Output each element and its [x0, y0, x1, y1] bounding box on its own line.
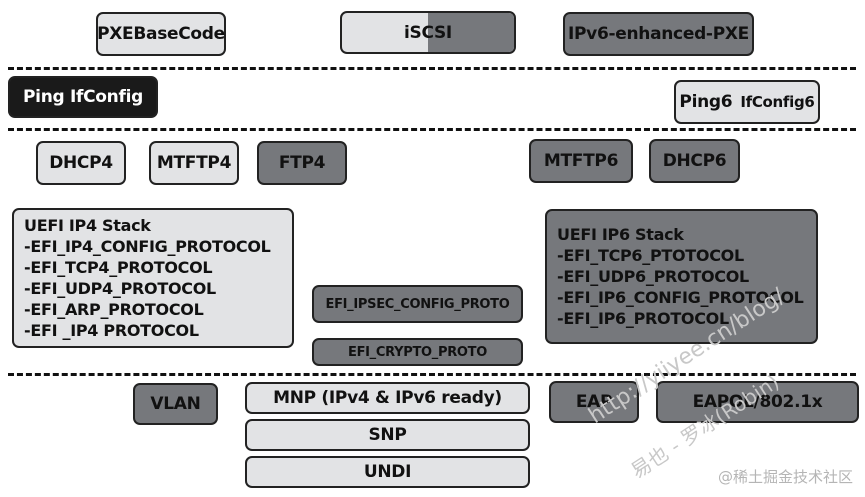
dhcp6-box: DHCP6 [649, 139, 740, 183]
ip6-stack-box: UEFI IP6 Stack -EFI_TCP6_PTOTOCOL -EFI_U… [545, 209, 818, 344]
ip6-stack-line: -EFI_IP6_PROTOCOL [557, 309, 729, 328]
ipsec-config-box: EFI_IPSEC_CONFIG_PROTO [312, 285, 523, 323]
separator-3 [8, 373, 856, 376]
ip4-stack-box: UEFI IP4 Stack -EFI_IP4_CONFIG_PROTOCOL … [12, 208, 294, 348]
dhcp4-box: DHCP4 [36, 141, 126, 185]
ip4-stack-line: -EFI_UDP4_PROTOCOL [24, 279, 216, 298]
ipsec-config-label: EFI_IPSEC_CONFIG_PROTO [325, 296, 510, 312]
ip4-stack-line: -EFI _IP4 PROTOCOL [24, 321, 199, 340]
ipv6-pxe-label: IPv6-enhanced-PXE [568, 24, 749, 44]
undi-box: UNDI [245, 456, 530, 488]
ip4-stack-line: -EFI_ARP_PROTOCOL [24, 300, 204, 319]
ftp4-label: FTP4 [278, 153, 326, 173]
ping6-label: Ping6 [679, 92, 733, 112]
snp-label: SNP [368, 425, 407, 445]
crypto-label: EFI_CRYPTO_PROTO [347, 344, 487, 360]
ip6-stack-line: -EFI_UDP6_PROTOCOL [557, 267, 749, 286]
ftp4-box: FTP4 [257, 141, 347, 185]
ip6-stack-line: -EFI_TCP6_PTOTOCOL [557, 246, 744, 265]
snp-box: SNP [245, 419, 530, 451]
pxebasecode-label: PXEBaseCode [97, 24, 225, 44]
ip4-stack-title: UEFI IP4 Stack [24, 216, 151, 235]
ipv6-pxe-box: IPv6-enhanced-PXE [563, 12, 754, 56]
eapol-box: EAPOL/802.1x [656, 381, 859, 423]
mtftp6-box: MTFTP6 [529, 139, 633, 183]
crypto-box: EFI_CRYPTO_PROTO [312, 338, 523, 366]
ip6-stack-line: -EFI_IP6_CONFIG_PROTOCOL [557, 288, 804, 307]
separator-2 [8, 128, 856, 131]
vlan-box: VLAN [133, 383, 218, 425]
ip4-stack-line: -EFI_IP4_CONFIG_PROTOCOL [24, 237, 271, 256]
ping-ifconfig-label: Ping IfConfig [23, 87, 143, 107]
iscsi-label: iSCSI [404, 22, 452, 43]
separator-1 [8, 67, 856, 70]
ping6-ifconfig6-box: Ping6 IfConfig6 [674, 80, 820, 124]
mtftp4-label: MTFTP4 [156, 153, 232, 173]
mnp-label: MNP (IPv4 & IPv6 ready) [273, 388, 502, 408]
iscsi-box: iSCSI [340, 11, 516, 54]
mnp-box: MNP (IPv4 & IPv6 ready) [245, 382, 530, 414]
dhcp4-label: DHCP4 [49, 153, 113, 173]
ip4-stack-line: -EFI_TCP4_PROTOCOL [24, 258, 213, 277]
ifconfig6-label: IfConfig6 [740, 93, 815, 111]
vlan-label: VLAN [150, 394, 201, 414]
eapol-label: EAPOL/802.1x [692, 392, 823, 412]
credit-text: @稀土掘金技术社区 [717, 468, 853, 486]
mtftp4-box: MTFTP4 [149, 141, 239, 185]
eap-label: EAP [575, 392, 613, 412]
pxebasecode-box: PXEBaseCode [96, 12, 226, 56]
iscsi-dark-half [428, 13, 514, 52]
dhcp6-label: DHCP6 [662, 151, 727, 171]
ip6-stack-title: UEFI IP6 Stack [557, 225, 684, 244]
eap-box: EAP [549, 381, 639, 423]
ping-ifconfig-box: Ping IfConfig [8, 76, 158, 118]
undi-label: UNDI [363, 462, 412, 482]
mtftp6-label: MTFTP6 [543, 151, 619, 171]
